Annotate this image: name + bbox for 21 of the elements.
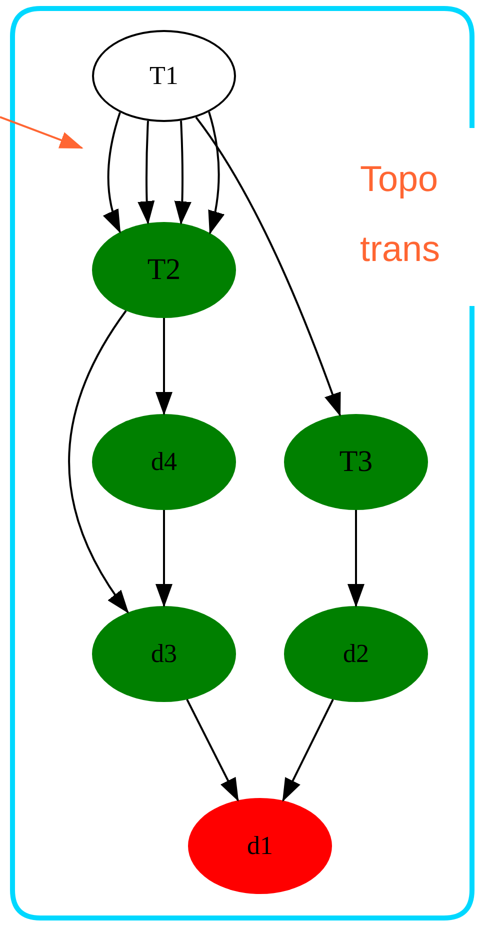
arrow — [174, 120, 192, 224]
node-label: d3 — [151, 639, 177, 669]
node-label: d4 — [151, 447, 177, 477]
arrow — [208, 112, 224, 234]
node-label: T2 — [147, 253, 181, 287]
arrow — [156, 510, 172, 606]
node-label: T3 — [339, 445, 373, 479]
arrow — [195, 116, 341, 416]
node-label: T1 — [150, 61, 178, 91]
arrow — [138, 120, 155, 224]
node-label: d1 — [247, 831, 273, 861]
cluster-title: Topo trans — [360, 157, 442, 271]
arrow — [282, 699, 334, 802]
arrow — [348, 510, 364, 606]
arrow — [186, 699, 239, 801]
arrow — [156, 318, 172, 414]
node-label: d2 — [343, 639, 369, 669]
arrow — [0, 116, 82, 149]
cluster-frame — [10, 6, 475, 921]
arrow — [68, 310, 129, 613]
arrow — [104, 112, 121, 232]
